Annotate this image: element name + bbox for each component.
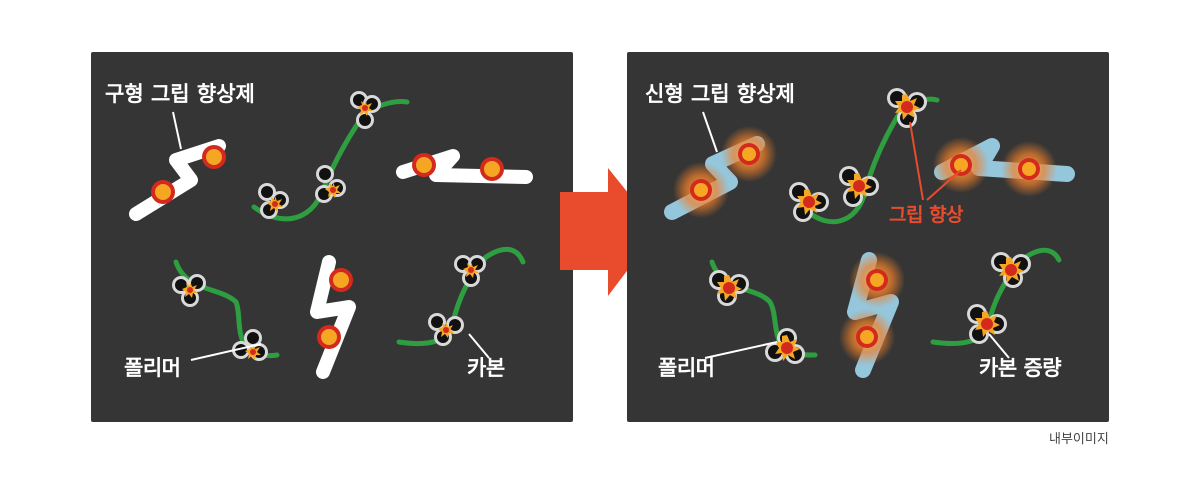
particle [721,126,777,182]
before-title: 구형 그립 향상제 [105,82,255,106]
polymer-chain-3 [930,247,1062,347]
old-agent-3 [310,255,356,379]
particle [933,137,989,193]
source-caption: 내부이미지 [1049,432,1109,447]
polymer-chain-2 [709,259,818,364]
after-polymer-pointer [704,341,778,359]
grip-improvement-label: 그립 향상 [889,204,964,226]
particle [480,157,504,181]
after-title: 신형 그립 향상제 [645,82,795,106]
before-polymer-label: 폴리머 [124,356,181,380]
new-agent-2 [933,137,1075,197]
panel-after: 신형 그립 향상제 [627,52,1109,422]
particle [412,153,436,177]
particle [329,268,353,292]
panel-before: 구형 그립 향상제 [91,52,573,422]
particle [673,162,729,218]
polymer-chain-3 [396,246,526,347]
polymer-chain-2 [172,259,280,361]
particle [849,252,905,308]
after-title-pointer [702,111,718,153]
particle [202,145,226,169]
after-carbon-label: 카본 증량 [979,356,1062,380]
before-title-pointer [172,111,182,150]
before-carbon-pointer [468,333,490,359]
old-agent-2 [396,149,533,184]
before-polymer-pointer [190,343,262,361]
new-agent-1 [664,126,777,220]
panel-after-illustration: 신형 그립 향상제 [645,82,1075,378]
particle [1001,141,1057,197]
particle [839,309,895,365]
new-agent-3 [839,252,905,378]
old-agent-1 [129,139,226,221]
before-carbon-label: 카본 [467,356,505,380]
polymer-chain-1 [789,88,940,225]
after-carbon-pointer [988,333,1010,359]
particle [151,180,175,204]
polymer-chain-1 [251,91,410,222]
panel-before-illustration: 구형 그립 향상제 [105,82,533,379]
particle [317,325,341,349]
after-polymer-label: 폴리머 [658,356,715,380]
grip-improvement-pointers [909,121,962,201]
